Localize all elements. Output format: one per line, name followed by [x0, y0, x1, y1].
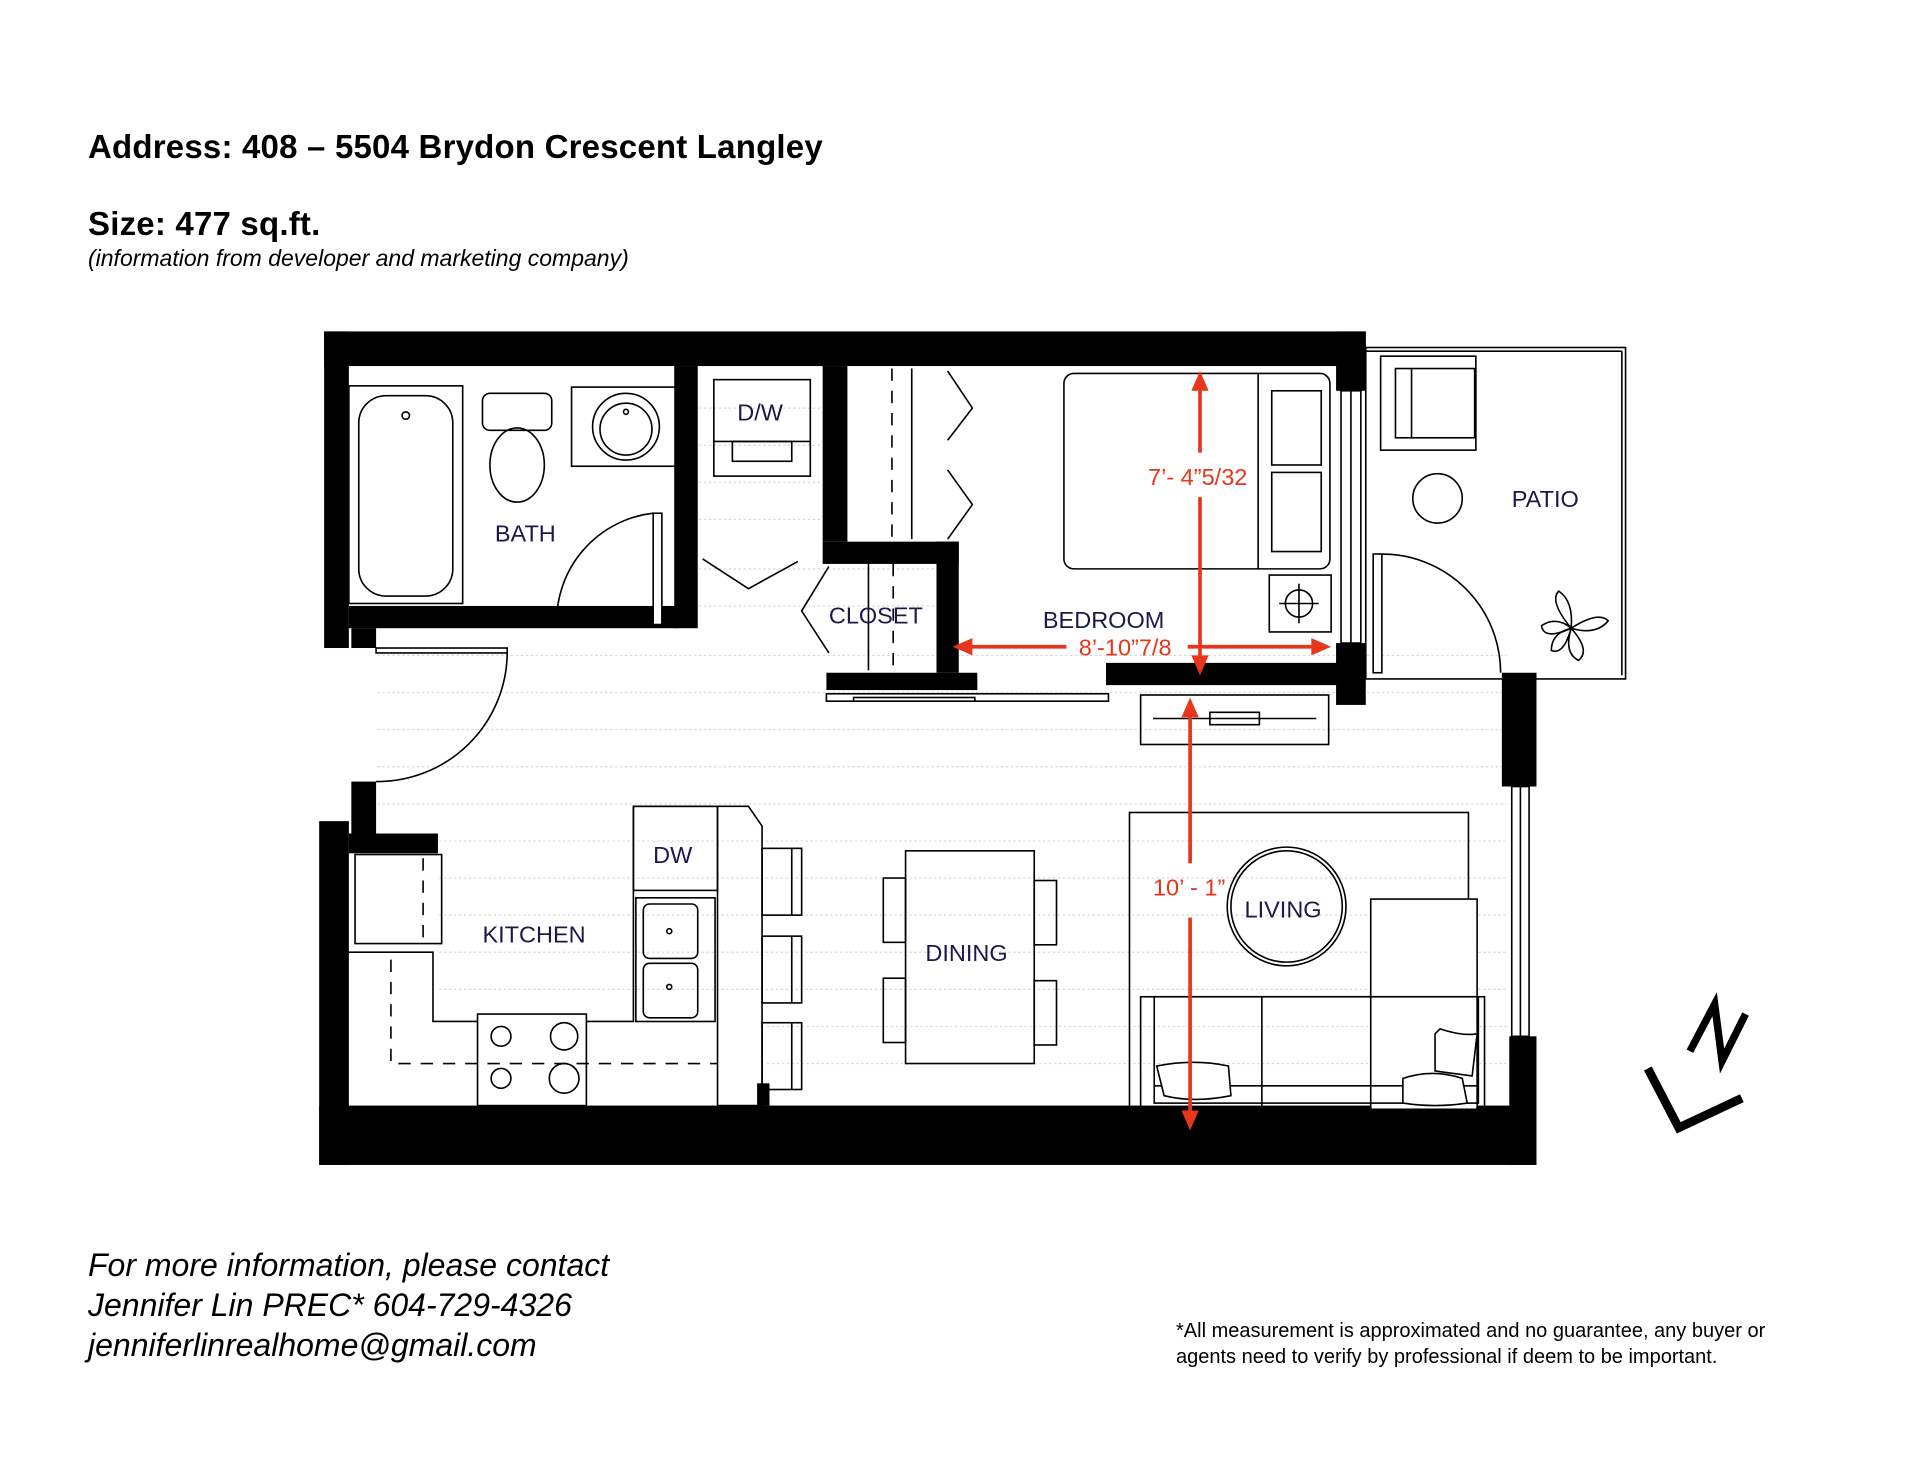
- bedroom-window: [1340, 389, 1362, 644]
- address-heading: Address: 408 – 5504 Brydon Crescent Lang…: [88, 128, 823, 165]
- source-note: (information from developer and marketin…: [88, 245, 629, 271]
- room-label-dishwasher: DW: [653, 842, 693, 868]
- kitchen-island: [632, 805, 763, 1107]
- room-label-patio: PATIO: [1512, 486, 1579, 512]
- bedroom-closet-wardrobe: [891, 368, 974, 540]
- disclaimer-line-1: *All measurement is approximated and no …: [1176, 1320, 1766, 1342]
- patio-door[interactable]: [1372, 553, 1502, 674]
- disclaimer-line-2: agents need to verify by professional if…: [1176, 1346, 1718, 1368]
- size-heading: Size: 477 sq.ft.: [88, 205, 321, 242]
- room-label-closet: CLOSET: [829, 602, 923, 628]
- room-label-dw-laundry: D/W: [737, 399, 784, 425]
- bath-door[interactable]: [555, 512, 663, 626]
- dimension-bedroom-depth: [1191, 371, 1209, 676]
- dimension-label-bedroom-depth: 7’- 4”5/32: [1148, 464, 1247, 490]
- stove: [476, 1013, 588, 1107]
- room-label-living: LIVING: [1245, 897, 1322, 923]
- laundry-bifold-door[interactable]: [702, 558, 799, 590]
- entry-door[interactable]: [375, 647, 509, 783]
- bath-sink: [570, 386, 677, 468]
- room-label-kitchen: KITCHEN: [482, 921, 585, 947]
- dining-table: [904, 850, 1036, 1065]
- closet: [800, 563, 894, 671]
- coffee-table: [1226, 846, 1347, 967]
- dimension-label-living-depth: 10’ - 1”: [1153, 874, 1225, 900]
- patio-plant-icon: [1540, 590, 1610, 662]
- bar-stools: [761, 847, 803, 1091]
- contact-email[interactable]: jenniferlinrealhome@gmail.com: [88, 1327, 537, 1363]
- dimension-bedroom-width: [952, 638, 1332, 656]
- toilet: [481, 392, 553, 503]
- kitchen-sink: [635, 897, 716, 1023]
- patio-chair: [1379, 355, 1477, 451]
- room-label-dining: DINING: [925, 940, 1007, 966]
- room-label-bedroom: BEDROOM: [1043, 607, 1164, 633]
- bedroom-sliding-door[interactable]: [825, 692, 1110, 702]
- room-label-bath: BATH: [495, 521, 556, 547]
- dimension-label-bedroom-width: 8’-10”7/8: [1079, 634, 1172, 660]
- tv-console: [1139, 694, 1330, 746]
- fridge: [354, 853, 443, 945]
- dining-chairs: [882, 877, 1058, 1046]
- washer-dryer: [713, 378, 812, 477]
- sectional-sofa: [1139, 898, 1486, 1119]
- upper-cabinet-line: [390, 959, 718, 1065]
- nightstand-lamp: [1268, 574, 1332, 633]
- patio-outline: [1364, 346, 1627, 680]
- floor-pattern: [377, 407, 1507, 1065]
- walls: [319, 331, 1537, 1165]
- contact-intro: For more information, please contact: [88, 1247, 610, 1283]
- contact-agent-phone[interactable]: Jennifer Lin PREC* 604-729-4326: [88, 1287, 572, 1323]
- bed: [1063, 372, 1331, 570]
- bathtub: [348, 385, 464, 605]
- living-window: [1510, 785, 1530, 1038]
- kitchen-counter-outline: [348, 951, 478, 1023]
- dimension-living-depth: [1181, 697, 1199, 1131]
- patio-table: [1411, 472, 1464, 524]
- north-arrow-icon: [1643, 992, 1749, 1134]
